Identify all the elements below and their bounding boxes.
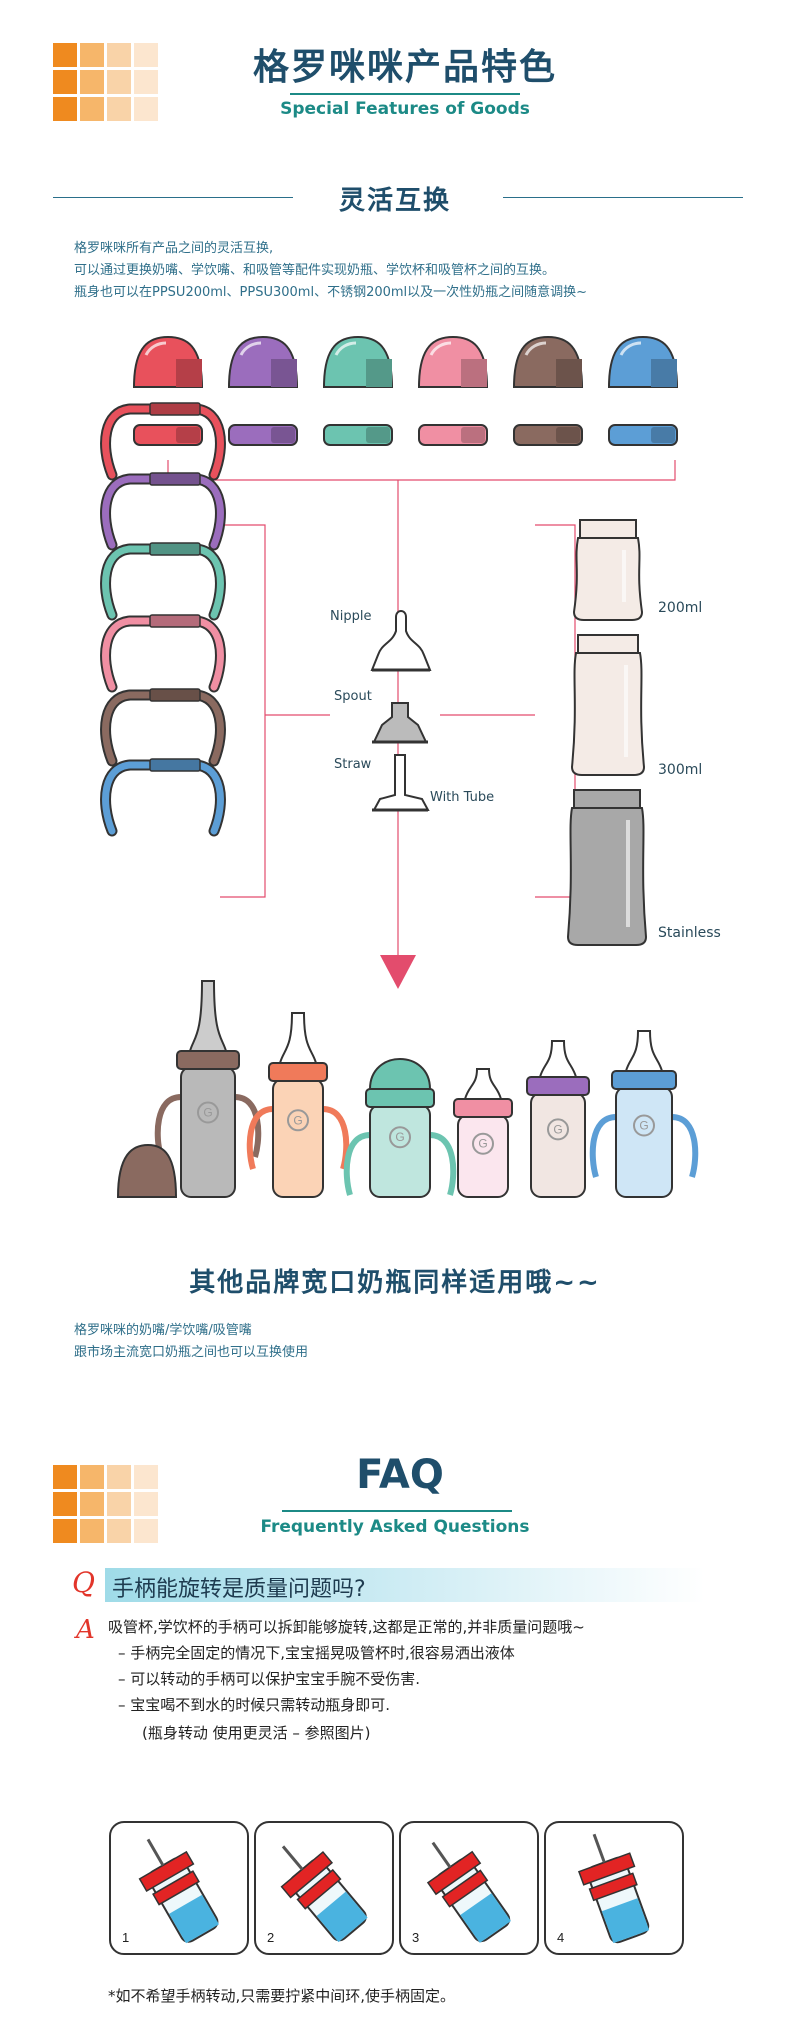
page-title: 格罗咪咪产品特色 (252, 47, 557, 88)
section2-paragraph: 格罗咪咪的奶嘴/学饮嘴/吸管嘴 跟市场主流宽口奶瓶之间也可以互换使用 (74, 1320, 674, 1364)
section-divider-left (53, 197, 293, 198)
a-mark: A (76, 1615, 95, 1645)
handle-icon (100, 542, 226, 621)
step-number: 1 (122, 1930, 129, 1945)
cap-icon (512, 335, 584, 388)
answer-block: 吸管杯,学饮杯的手柄可以拆卸能够旋转,这都是正常的,并非质量问题哦~ – 手柄完… (108, 1614, 788, 1746)
handle-icon (100, 758, 226, 837)
ring-icon (608, 424, 678, 446)
handle-icon (100, 402, 226, 481)
answer-hint: (瓶身转动 使用更灵活 – 参照图片) (142, 1724, 371, 1742)
ml200-label: 200ml (658, 600, 703, 616)
step-illustrations: 1 2 3 4 (109, 1821, 684, 1955)
section-divider-right (503, 197, 743, 198)
section1-line: 瓶身也可以在PPSU200ml、PPSU300ml、不锈钢200ml以及一次性奶… (74, 285, 588, 300)
faq-subtitle: Frequently Asked Questions (260, 1517, 530, 1537)
page-subtitle: Special Features of Goods (280, 99, 530, 119)
step-panel: 1 (109, 1821, 249, 1955)
faq-underline (282, 1510, 512, 1512)
ring-icon (133, 424, 203, 446)
answer-text: 吸管杯,学饮杯的手柄可以拆卸能够旋转,这都是正常的,并非质量问题哦~ (108, 1618, 585, 1636)
faq-logo-grid (53, 1465, 158, 1543)
section2-line: 跟市场主流宽口奶瓶之间也可以互换使用 (74, 1345, 309, 1360)
product-bottle-icon: G (343, 1058, 457, 1198)
product-bottle-icon: G (589, 1030, 699, 1198)
spout-label: Spout (334, 689, 372, 704)
cap-icon (607, 335, 679, 388)
with-tube-label: With Tube (430, 790, 495, 805)
bottle-logo-label: G (478, 1137, 487, 1151)
bottle-logo-label: G (395, 1130, 404, 1144)
step-panel: 3 (399, 1821, 539, 1955)
answer-point: – 可以转动的手柄可以保护宝宝手腕不受伤害. (118, 1670, 421, 1688)
product-bottle-icon: G (526, 1040, 590, 1198)
handle-icon (100, 688, 226, 767)
section-heading-compatibility: 其他品牌宽口奶瓶同样适用哦~~ (189, 1268, 601, 1298)
answer-point: – 手柄完全固定的情况下,宝宝摇晃吸管杯时,很容易洒出液体 (118, 1644, 515, 1662)
ml300-label: 300ml (658, 762, 703, 778)
question-bar (105, 1568, 705, 1602)
ring-icon (323, 424, 393, 446)
step-panel: 4 (544, 1821, 684, 1955)
section2-line: 格罗咪咪的奶嘴/学饮嘴/吸管嘴 (74, 1323, 252, 1338)
question-text: 手柄能旋转是质量问题吗? (112, 1577, 366, 1602)
step-number: 2 (267, 1930, 274, 1945)
cap-icon (417, 335, 489, 388)
footer-note: *如不希望手柄转动,只需要拧紧中间环,使手柄固定。 (108, 1987, 456, 2005)
rotation-steps: 1 2 3 4 (108, 1820, 688, 1960)
loose-cap-icon (116, 1143, 178, 1198)
header-logo-grid (53, 43, 158, 121)
ring-icon (513, 424, 583, 446)
straw-label: Straw (334, 757, 372, 772)
section-heading-interchange: 灵活互换 (338, 186, 451, 216)
cap-icon (322, 335, 394, 388)
parts-diagram: G G G G G G (100, 335, 699, 1198)
bottle-logo-label: G (639, 1119, 648, 1133)
handle-icon (100, 472, 226, 551)
ring-icon (228, 424, 298, 446)
step-number: 4 (557, 1930, 564, 1945)
bottle-logo-label: G (293, 1113, 302, 1127)
bottle-logo-label: G (553, 1122, 562, 1136)
answer-point: – 宝宝喝不到水的时候只需转动瓶身即可. (118, 1696, 391, 1714)
step-panel: 2 (254, 1821, 394, 1955)
stainless-label: Stainless (658, 925, 721, 941)
section1-line: 可以通过更换奶嘴、学饮嘴、和吸管等配件实现奶瓶、学饮杯和吸管杯之间的互换。 (74, 263, 556, 278)
faq-title: FAQ (356, 1452, 444, 1498)
nipple-label: Nipple (330, 609, 372, 624)
step-number: 3 (412, 1930, 419, 1945)
cap-icon (132, 335, 204, 388)
cap-icon (227, 335, 299, 388)
bottle-stainless-icon (566, 789, 648, 946)
section1-line: 格罗咪咪所有产品之间的灵活互换, (74, 241, 274, 256)
title-underline (290, 93, 520, 95)
product-bottle-icon: G (246, 1012, 350, 1198)
bottle-300ml-icon (570, 634, 646, 776)
handle-icon (100, 614, 226, 693)
ring-icon (418, 424, 488, 446)
product-bottle-icon: G (453, 1068, 513, 1198)
q-mark: Q (72, 1566, 95, 1599)
section1-paragraph: 格罗咪咪所有产品之间的灵活互换, 可以通过更换奶嘴、学饮嘴、和吸管等配件实现奶瓶… (74, 238, 764, 304)
bottle-logo-label: G (203, 1106, 212, 1120)
bottle-200ml-icon (572, 519, 644, 621)
